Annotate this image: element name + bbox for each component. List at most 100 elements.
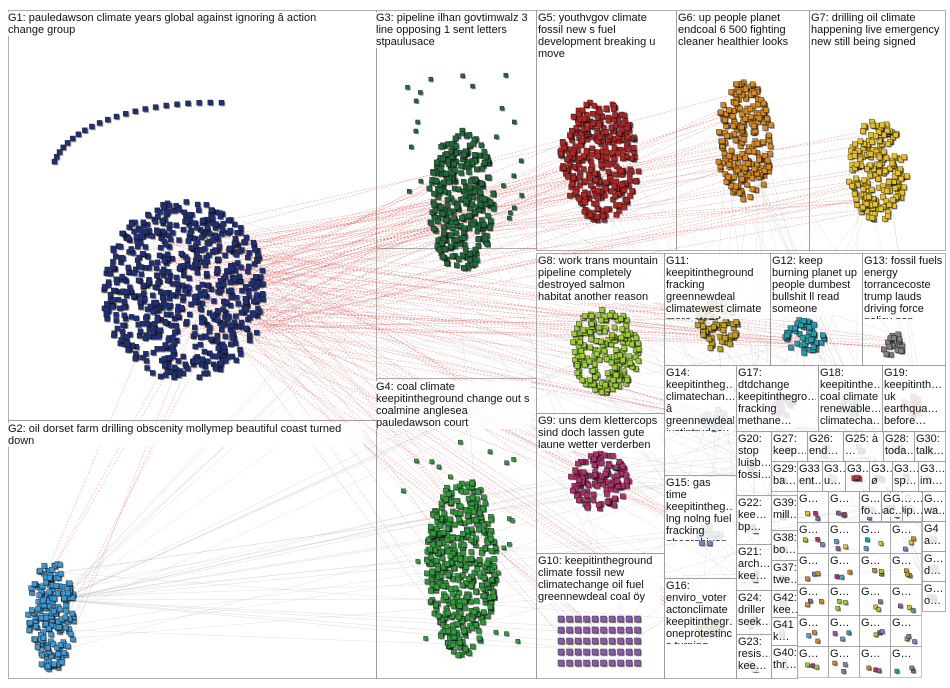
node-g1 <box>234 295 239 300</box>
node-g1 <box>177 238 182 243</box>
node-g1 <box>110 304 115 309</box>
node-g1 <box>138 299 143 304</box>
node-g1 <box>192 331 197 336</box>
node-g5 <box>609 125 614 130</box>
node-g4 <box>482 575 487 580</box>
node-g4 <box>450 642 455 647</box>
node-g1 <box>166 269 171 274</box>
node-g6 <box>733 138 738 143</box>
node-g1 <box>209 337 214 342</box>
node-g3 <box>439 204 444 209</box>
node-g1 <box>165 252 170 257</box>
node-g1 <box>125 341 130 346</box>
node-g1 <box>199 320 204 325</box>
node-g5 <box>558 151 563 156</box>
node-g1 <box>121 256 126 261</box>
node-g4 <box>491 594 496 599</box>
node-g6 <box>752 90 757 95</box>
node-g4 <box>483 501 488 506</box>
node-g6 <box>736 89 741 94</box>
node-g1 <box>134 316 139 321</box>
node-g5 <box>571 114 576 119</box>
node-g6 <box>743 87 748 92</box>
node-g6 <box>733 184 738 189</box>
node-g4 <box>463 564 468 569</box>
node-g1 <box>210 215 215 220</box>
node-g1 <box>114 312 119 317</box>
node-g3 <box>441 231 446 236</box>
node-g1 <box>200 218 205 223</box>
node-g1 <box>132 271 137 276</box>
node-g6 <box>755 102 760 107</box>
node-g3 <box>474 167 479 172</box>
node-g1 <box>199 307 204 312</box>
node-g6 <box>766 164 771 169</box>
node-g6 <box>721 102 726 107</box>
node-g1 <box>164 290 169 295</box>
node-g4 <box>476 527 481 532</box>
node-g4 <box>451 542 456 547</box>
node-g5 <box>599 163 604 168</box>
node-g5 <box>606 169 611 174</box>
node-g6 <box>729 148 734 153</box>
node-g2 <box>40 598 45 603</box>
node-g3 <box>451 161 456 166</box>
node-g3 <box>447 179 452 184</box>
node-g1 <box>215 354 220 359</box>
node-g4 <box>468 583 473 588</box>
node-g4 <box>434 584 439 589</box>
node-g4 <box>476 628 481 633</box>
node-g6 <box>761 182 766 187</box>
node-g6 <box>724 133 729 138</box>
node-g4 <box>488 536 493 541</box>
node-g5 <box>612 156 617 161</box>
node-g1 <box>244 326 249 331</box>
node-g5 <box>593 177 598 182</box>
node-g1 <box>158 328 163 333</box>
node-g1 <box>221 221 226 226</box>
node-g3 <box>463 247 468 252</box>
node-g1 <box>138 329 143 334</box>
node-g1 <box>185 257 190 262</box>
node-g4 <box>463 647 468 652</box>
node-g5 <box>604 149 609 154</box>
node-g2 <box>35 645 40 650</box>
edge <box>60 337 598 600</box>
node-g1 <box>205 225 210 230</box>
node-g3 <box>462 265 467 270</box>
node-g5 <box>597 109 602 114</box>
node-g5 <box>603 129 608 134</box>
node-g2 <box>58 642 63 647</box>
node-g1 <box>155 346 160 351</box>
node-g1 <box>207 231 212 236</box>
node-g2 <box>32 581 37 586</box>
node-g1 <box>179 251 184 256</box>
node-g4 <box>443 594 448 599</box>
node-g1 <box>168 303 173 308</box>
node-g4 <box>448 586 453 591</box>
node-g1 <box>140 251 145 256</box>
node-g1 <box>219 327 224 332</box>
node-g3 <box>486 175 491 180</box>
node-g1 <box>210 313 215 318</box>
node-g3 <box>431 191 436 196</box>
node-g4 <box>427 547 432 552</box>
edge <box>219 168 458 291</box>
node-g3 <box>487 225 492 230</box>
node-g1 <box>229 266 234 271</box>
node-g1 <box>227 246 232 251</box>
node-g1 <box>195 202 200 207</box>
node-g4 <box>471 509 476 514</box>
node-g5 <box>614 179 619 184</box>
node-g3 <box>471 141 476 146</box>
node-g1 <box>122 299 127 304</box>
node-g1 <box>197 255 202 260</box>
node-g6 <box>743 166 748 171</box>
node-g5 <box>614 212 619 217</box>
node-g1 <box>229 323 234 328</box>
node-g5 <box>603 186 608 191</box>
node-g4 <box>461 542 466 547</box>
node-g2 <box>70 611 75 616</box>
node-g1 <box>120 274 125 279</box>
node-g1 <box>118 244 123 249</box>
